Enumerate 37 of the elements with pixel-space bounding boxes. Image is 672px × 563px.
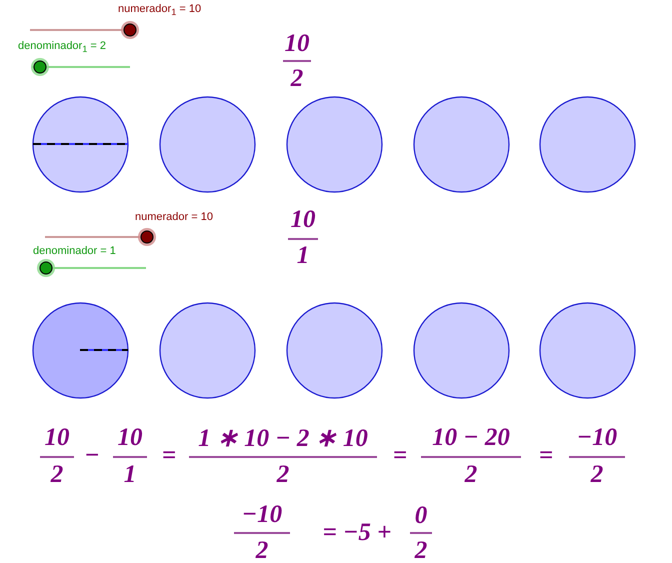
numerator: 10 − 20 bbox=[432, 424, 510, 452]
denominator: 2 bbox=[590, 461, 604, 489]
slider-label: numerador = 10 bbox=[135, 211, 213, 223]
fraction-circle bbox=[32, 96, 128, 192]
slider-label: numerador$_{1}$ = 10 bbox=[118, 3, 202, 18]
numerator: −10 bbox=[576, 424, 618, 452]
slider-label: denominador$_{1}$ = 2 bbox=[18, 40, 106, 54]
numerator: 10 bbox=[118, 424, 142, 452]
numerator: 0 bbox=[414, 502, 428, 530]
denominator: 1 bbox=[124, 461, 136, 489]
slider-label: denominador = 1 bbox=[33, 245, 116, 257]
denominator: 2 bbox=[414, 537, 428, 563]
numerator: 10 bbox=[44, 424, 70, 452]
math-operator: = bbox=[392, 442, 408, 470]
denominator: 2 bbox=[276, 461, 290, 489]
numerator: 10 bbox=[290, 206, 316, 234]
fraction-circle bbox=[286, 96, 382, 192]
denominator: 1 bbox=[296, 242, 310, 270]
fraction-circle bbox=[32, 302, 128, 398]
fraction-circle bbox=[538, 96, 636, 192]
numerator: 1 ∗ 10 − 2 ∗ 10 bbox=[198, 424, 368, 453]
fraction-circle bbox=[538, 302, 636, 398]
numerator: −10 bbox=[242, 501, 282, 529]
fraction-circle bbox=[412, 302, 510, 398]
denominator: 2 bbox=[464, 461, 478, 489]
numerator: 10 bbox=[284, 30, 310, 58]
denominator: 2 bbox=[290, 65, 304, 93]
math-operator: = bbox=[538, 442, 554, 470]
math-operator: = −5 + bbox=[322, 519, 392, 547]
fraction-circle bbox=[412, 96, 510, 192]
math-operator: = bbox=[162, 442, 176, 470]
fraction-circle bbox=[158, 302, 256, 398]
math-operator: − bbox=[84, 442, 100, 470]
fraction-circle bbox=[286, 302, 382, 398]
fraction-circle bbox=[158, 96, 256, 192]
denominator: 2 bbox=[256, 537, 268, 563]
denominator: 2 bbox=[50, 461, 64, 489]
